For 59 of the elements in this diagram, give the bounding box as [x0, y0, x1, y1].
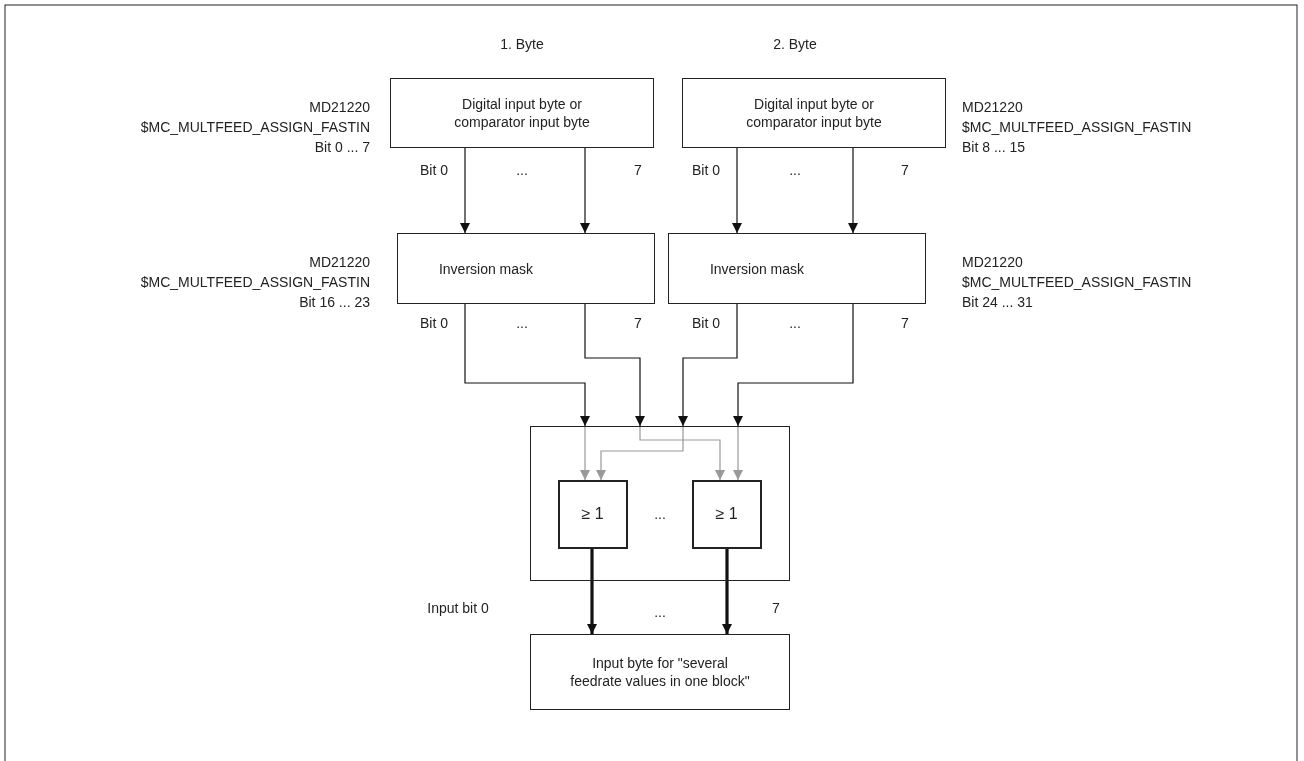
node-label: Input byte for "several feedrate values in one block"	[569, 654, 751, 690]
arrow	[584, 303, 645, 427]
arrow	[639, 425, 725, 481]
parameter-label: $MC_MULTFEED_ASSIGN_FASTIN	[140, 118, 370, 136]
node-label: Inversion mask	[709, 259, 805, 278]
node-label: Inversion mask	[438, 259, 534, 278]
ellipsis-label: ...	[654, 603, 666, 621]
bit-label: 7	[634, 161, 642, 179]
process-box	[390, 78, 654, 148]
bit-label: 7	[772, 599, 780, 617]
bit-label: Bit 0	[420, 161, 448, 179]
process-box	[668, 233, 926, 304]
ellipsis-label: ...	[516, 161, 528, 179]
bit-label: 7	[901, 314, 909, 332]
ellipsis-label: ...	[789, 314, 801, 332]
bit-label: Bit 0	[692, 314, 720, 332]
column-heading: 2. Byte	[773, 35, 817, 53]
arrow	[848, 147, 858, 234]
parameter-label: MD21220	[962, 253, 1023, 271]
process-box	[682, 78, 946, 148]
arrow	[722, 549, 732, 634]
arrow	[580, 425, 590, 481]
parameter-label: $MC_MULTFEED_ASSIGN_FASTIN	[140, 273, 370, 291]
arrow	[678, 303, 738, 427]
arrow	[732, 147, 742, 234]
parameter-label: $MC_MULTFEED_ASSIGN_FASTIN	[962, 273, 1192, 291]
ellipsis-label: ...	[789, 161, 801, 179]
logic-block-frame	[530, 426, 790, 581]
bit-label: 7	[634, 314, 642, 332]
parameter-label: MD21220	[962, 98, 1023, 116]
node-label: Digital input byte or comparator input byte	[453, 95, 591, 131]
bit-label: Bit 0	[692, 161, 720, 179]
arrow	[580, 147, 590, 234]
bit-range-label: Bit 8 ... 15	[962, 138, 1026, 156]
process-box	[530, 634, 790, 710]
arrow	[464, 303, 590, 427]
arrow	[733, 425, 743, 481]
or-gate-box	[557, 479, 628, 549]
arrow	[733, 303, 854, 427]
arrow	[596, 425, 684, 481]
bit-label: Input bit 0	[427, 599, 489, 617]
bit-range-label: Bit 0 ... 7	[314, 138, 370, 156]
node-label: ≥ 1	[581, 505, 604, 523]
ellipsis-label: ...	[516, 314, 528, 332]
or-gate-box	[691, 479, 762, 549]
column-heading: 1. Byte	[500, 35, 544, 53]
parameter-label: MD21220	[309, 98, 370, 116]
parameter-label: $MC_MULTFEED_ASSIGN_FASTIN	[962, 118, 1192, 136]
ellipsis-label: ...	[654, 505, 666, 523]
parameter-label: MD21220	[309, 253, 370, 271]
process-box	[397, 233, 655, 304]
node-label: ≥ 1	[715, 505, 738, 523]
bit-label: 7	[901, 161, 909, 179]
bit-range-label: Bit 24 ... 31	[962, 293, 1033, 311]
arrow	[587, 549, 597, 634]
node-label: Digital input byte or comparator input byte	[745, 95, 883, 131]
bit-label: Bit 0	[420, 314, 448, 332]
arrow	[460, 147, 470, 234]
bit-range-label: Bit 16 ... 23	[299, 293, 370, 311]
